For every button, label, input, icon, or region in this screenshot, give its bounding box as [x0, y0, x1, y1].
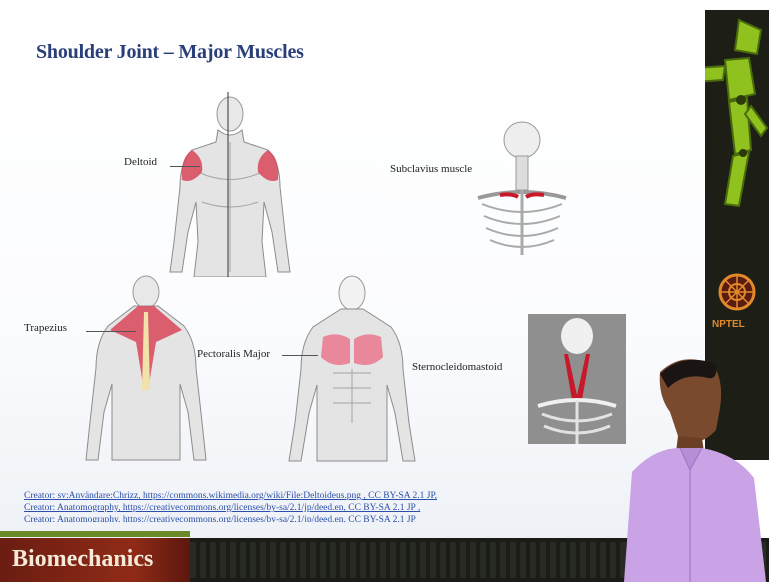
nptel-logo-text: NPTEL	[712, 319, 745, 330]
nptel-logo-icon	[717, 272, 757, 312]
image-credits[interactable]: Creator: sv:Användare:Chrizz, https://co…	[24, 490, 437, 522]
credit-line[interactable]: Creator: sv:Användare:Chrizz, https://co…	[24, 490, 437, 502]
presenter-video	[624, 352, 769, 582]
pectoralis-label: Pectoralis Major	[197, 348, 270, 360]
credit-line[interactable]: Creator: Anatomography, https://creative…	[24, 514, 437, 522]
slide-title: Shoulder Joint – Major Muscles	[36, 41, 304, 64]
subclavius-figure	[468, 120, 576, 260]
brand-accent-stripe	[0, 531, 190, 537]
deltoid-label: Deltoid	[124, 156, 157, 168]
pectoralis-figure	[287, 273, 417, 463]
trapezius-label: Trapezius	[24, 322, 67, 334]
subclavius-label: Subclavius muscle	[390, 163, 472, 175]
deltoid-figure	[168, 92, 293, 277]
trapezius-leader	[86, 331, 136, 332]
credit-line[interactable]: Creator: Anatomography, https://creative…	[24, 502, 437, 514]
robot-logo-icon	[705, 10, 769, 260]
trapezius-figure	[84, 272, 209, 462]
sternocleidomastoid-figure	[528, 314, 626, 444]
pectoralis-leader	[282, 355, 318, 356]
course-title: Biomechanics	[12, 546, 153, 573]
deltoid-leader	[170, 166, 200, 167]
course-brand: Biomechanics	[0, 538, 190, 582]
sternocleidomastoid-label: Sternocleidomastoid	[412, 361, 502, 373]
